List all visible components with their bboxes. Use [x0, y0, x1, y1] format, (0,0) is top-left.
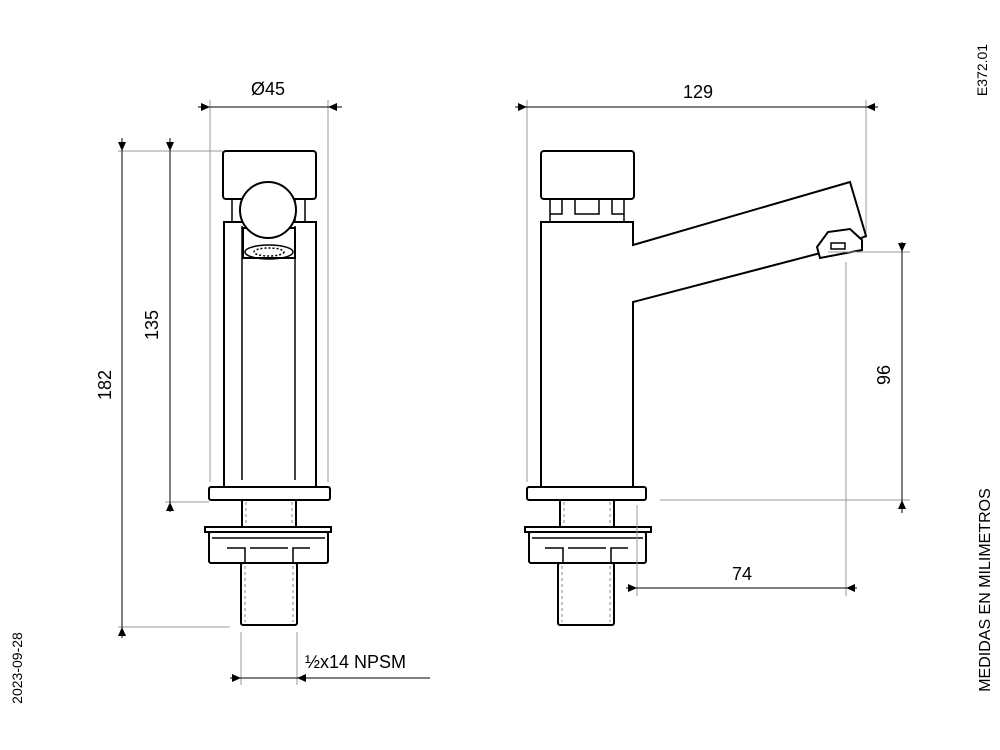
dim-thread: ½x14 NPSM [230, 632, 430, 685]
dim-body-height: 135 [142, 138, 209, 512]
dim-spout-height: 96 [660, 242, 910, 513]
dim-total-height: 182 [95, 138, 230, 638]
side-view [524, 100, 868, 626]
side-thread-stem [557, 562, 615, 626]
dim-total-depth: 129 [515, 82, 878, 111]
front-knob [239, 181, 297, 239]
dim-thread-label: ½x14 NPSM [305, 652, 406, 672]
dim-diameter-label: Ø45 [251, 79, 285, 99]
units-note: MEDIDAS EN MILIMETROS [977, 488, 994, 692]
side-cap [540, 150, 635, 200]
dim-total-depth-label: 129 [683, 82, 713, 102]
side-flange [526, 486, 647, 501]
dim-diameter: Ø45 [198, 79, 342, 111]
drawing-code: E372.01 [974, 44, 990, 96]
front-flange [208, 486, 331, 501]
dim-body-height-label: 135 [142, 310, 162, 340]
drawing-date: 2023-09-28 [9, 632, 25, 704]
side-body-spout [540, 180, 868, 488]
front-thread-stem [240, 562, 298, 626]
front-view [204, 100, 332, 626]
dim-spout-height-label: 96 [874, 365, 894, 385]
dim-spout-reach: 74 [626, 262, 857, 596]
dim-total-height-label: 182 [95, 370, 115, 400]
dim-spout-reach-label: 74 [732, 564, 752, 584]
front-body [223, 221, 317, 488]
